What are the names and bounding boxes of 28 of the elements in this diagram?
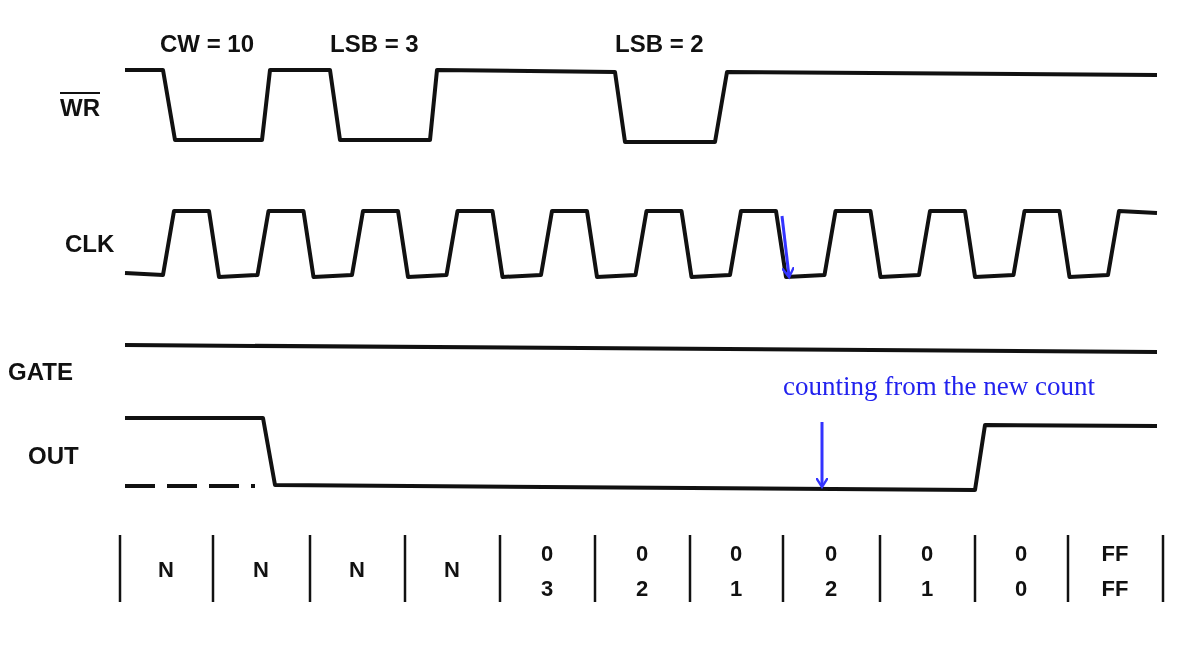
register-write-label: LSB = 2 bbox=[615, 32, 704, 56]
count-value: 1 bbox=[729, 578, 743, 600]
count-value: 0 bbox=[824, 543, 838, 565]
count-value: 3 bbox=[540, 578, 554, 600]
count-value: FF bbox=[1101, 543, 1129, 565]
count-value: N bbox=[158, 559, 174, 581]
count-value: N bbox=[349, 559, 365, 581]
count-value: 0 bbox=[1014, 543, 1028, 565]
count-value: 1 bbox=[920, 578, 934, 600]
count-value: 2 bbox=[635, 578, 649, 600]
signal-name: OUT bbox=[28, 444, 79, 468]
count-value: N bbox=[444, 559, 460, 581]
count-value: N bbox=[253, 559, 269, 581]
count-value: 0 bbox=[920, 543, 934, 565]
count-value: 0 bbox=[540, 543, 554, 565]
signal-name: CLK bbox=[65, 232, 115, 256]
signal-name: WR bbox=[60, 96, 100, 120]
count-value: 2 bbox=[824, 578, 838, 600]
register-write-label: LSB = 3 bbox=[330, 32, 419, 56]
arrow bbox=[814, 422, 830, 489]
signal-name: GATE bbox=[8, 360, 73, 384]
annotation-text: counting from the new count bbox=[783, 372, 1095, 402]
count-value: 0 bbox=[635, 543, 649, 565]
output-waveform bbox=[125, 416, 1157, 492]
count-value: 0 bbox=[1014, 578, 1028, 600]
count-value: FF bbox=[1101, 578, 1129, 600]
count-value: 0 bbox=[729, 543, 743, 565]
register-write-label: CW = 10 bbox=[160, 32, 255, 56]
